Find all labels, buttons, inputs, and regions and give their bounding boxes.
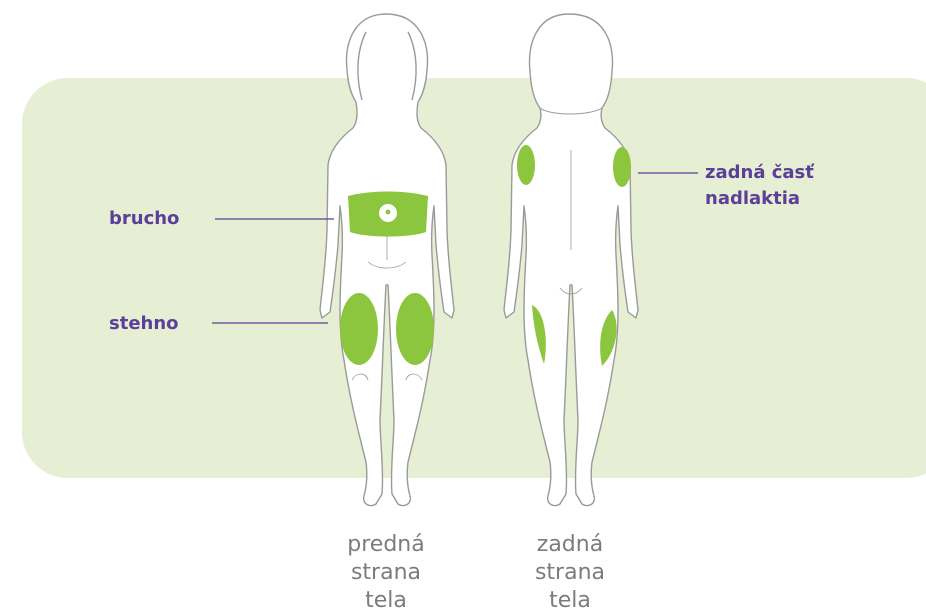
back-right-upper-arm-area [517,145,535,185]
abdomen-label: brucho [109,206,179,232]
upper-arm-label-line2: nadlaktia [705,186,814,212]
back-caption-line3: tela [500,587,640,615]
front-body-figure [320,14,454,506]
right-thigh-area [340,293,378,365]
navel-dot-icon [386,210,391,215]
back-left-upper-arm-area [613,147,631,187]
front-caption-line2: strana [316,559,456,587]
upper-arm-label: zadná časť nadlaktia [705,160,814,212]
back-caption-line1: zadná [500,531,640,559]
back-caption: zadná strana tela [500,531,640,615]
front-caption-line3: tela [316,587,456,615]
back-caption-line2: strana [500,559,640,587]
left-thigh-area [396,293,434,365]
front-caption: predná strana tela [316,531,456,615]
thigh-label: stehno [109,311,179,337]
front-caption-line1: predná [316,531,456,559]
back-body-figure [504,14,638,506]
upper-arm-label-line1: zadná časť [705,160,814,186]
